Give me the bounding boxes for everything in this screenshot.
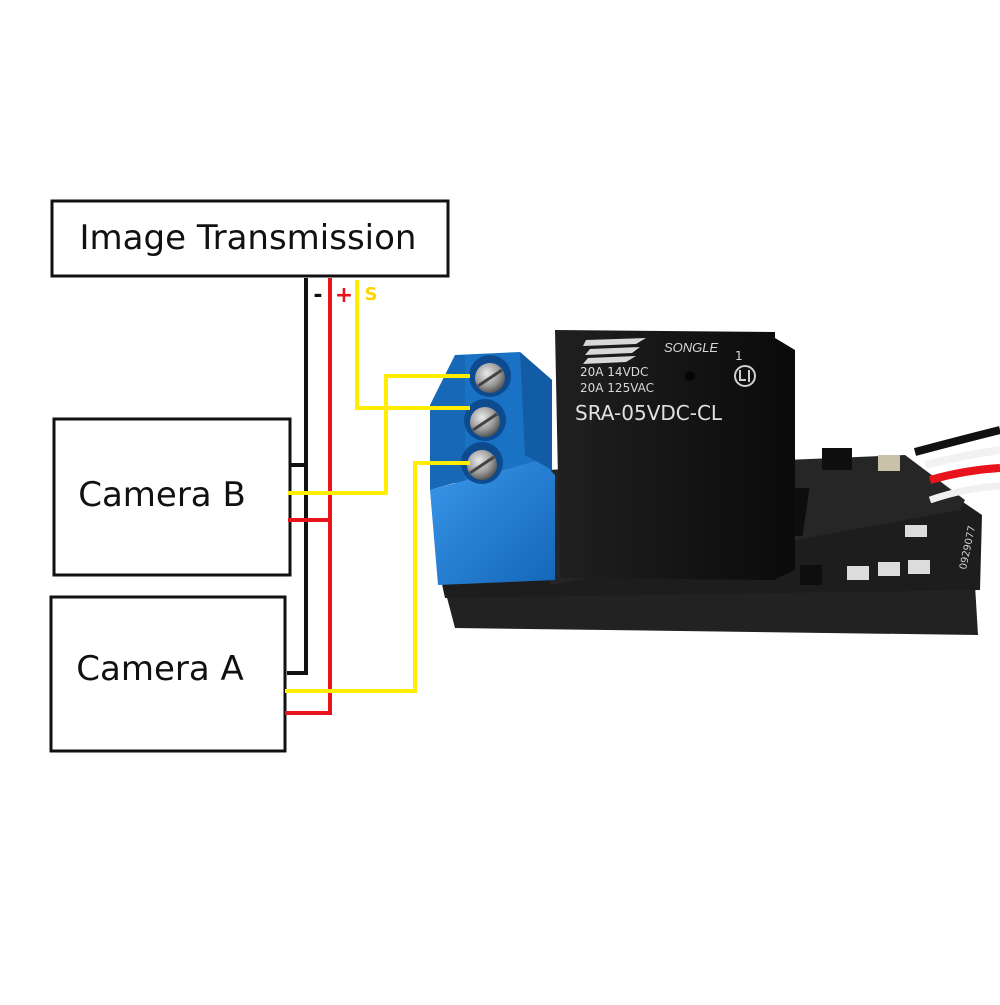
wire-label-signal: S (365, 284, 378, 305)
relay-rating-dc: 20A 14VDC (580, 365, 648, 379)
pcb-component (800, 565, 822, 585)
camera-a-box: Camera A (49, 595, 287, 753)
camera-b-box: Camera B (52, 417, 292, 577)
relay-module: 0929077 SONGLE 1 20A 14VDC 20A 125VAC SR… (430, 330, 1000, 635)
cable-white-2 (928, 482, 1000, 504)
relay-pin-number: 1 (735, 349, 743, 363)
wire-positive (285, 278, 332, 715)
wire-negative (287, 278, 308, 675)
wire-label-positive: + (335, 283, 353, 308)
songle-logo-icon (583, 338, 646, 364)
pcb-component (847, 566, 869, 580)
cable-black (913, 426, 1000, 456)
image-transmission-box: Image Transmission (50, 199, 450, 278)
pcb-component (878, 562, 900, 576)
terminal-screw-1 (469, 355, 511, 397)
pcb-transistor (822, 448, 852, 470)
terminal-screw-3 (461, 442, 503, 484)
wire-signal (285, 280, 470, 693)
relay-rating-ac: 20A 125VAC (580, 381, 654, 395)
relay-model: SRA-05VDC-CL (575, 401, 723, 425)
terminal-block (430, 352, 555, 585)
image-transmission-label: Image Transmission (80, 218, 417, 258)
ul-mark-icon (734, 365, 756, 387)
cable-red (928, 464, 1000, 484)
relay-body (555, 330, 775, 580)
foam-pad (445, 585, 978, 635)
wire-label-negative: - (313, 283, 322, 308)
cable-white (924, 446, 1000, 469)
relay-body-side (770, 335, 795, 580)
pcb-component (905, 525, 927, 537)
relay-dot-icon (685, 371, 695, 381)
relay-brand: SONGLE (664, 340, 719, 355)
pcb-component (878, 455, 900, 471)
camera-b-label: Camera B (78, 475, 246, 515)
terminal-screw-2 (464, 399, 506, 441)
camera-a-label: Camera A (76, 649, 244, 689)
pcb-component (908, 560, 930, 574)
